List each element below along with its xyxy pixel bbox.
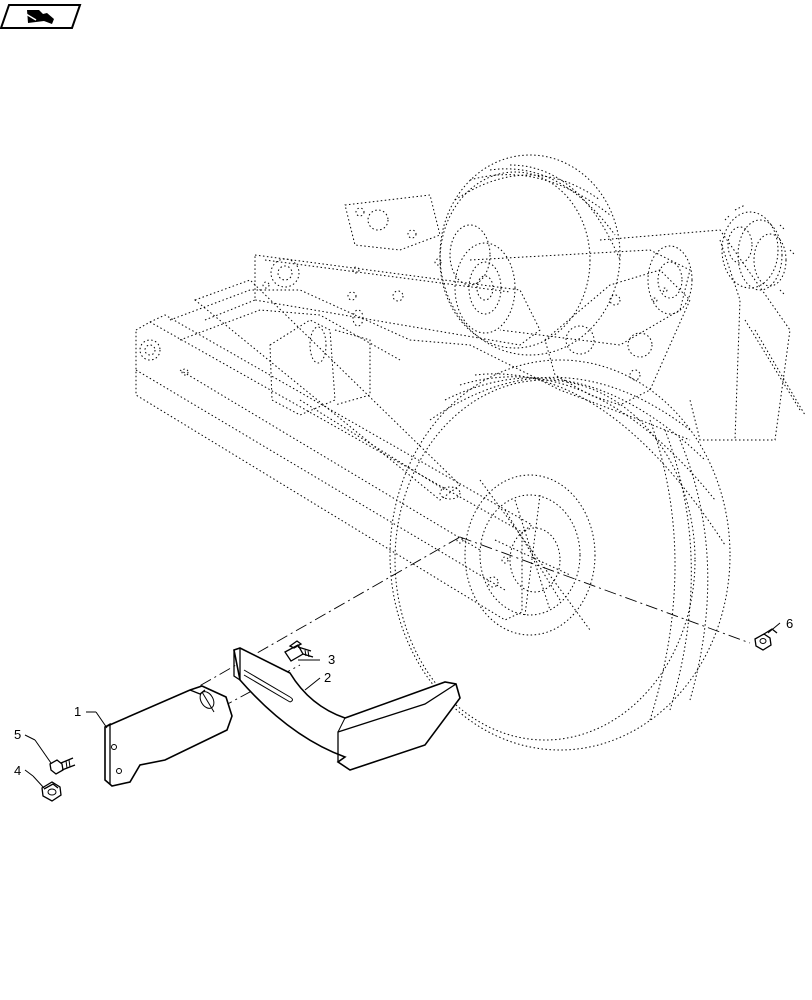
sprocket-cluster (721, 204, 796, 296)
part-1-bracket[interactable] (104, 685, 233, 787)
callout-label-6: 6 (786, 616, 793, 631)
callout-2[interactable]: 2 (304, 670, 331, 691)
part-6-flange-nut[interactable] (754, 628, 778, 651)
rear-gauge-wheel (439, 154, 621, 356)
frame-assembly (135, 154, 806, 751)
callout-1[interactable]: 1 (74, 704, 108, 729)
part-2-shield[interactable] (233, 647, 461, 771)
callout-5[interactable]: 5 (14, 727, 52, 764)
callout-label-1: 1 (74, 704, 81, 719)
callout-label-3: 3 (328, 652, 335, 667)
reference-page-icon[interactable] (0, 4, 82, 29)
part-5-hex-bolt[interactable] (49, 757, 76, 775)
part-3-bolt[interactable] (284, 640, 314, 662)
callout-4[interactable]: 4 (14, 763, 45, 789)
callout-label-2: 2 (324, 670, 331, 685)
callout-label-5: 5 (14, 727, 21, 742)
callout-label-4: 4 (14, 763, 21, 778)
callout-3[interactable]: 3 (298, 652, 335, 667)
front-gauge-wheel (389, 359, 731, 751)
callout-6[interactable]: 6 (767, 616, 793, 634)
part-4-flange-nut[interactable] (41, 781, 62, 802)
